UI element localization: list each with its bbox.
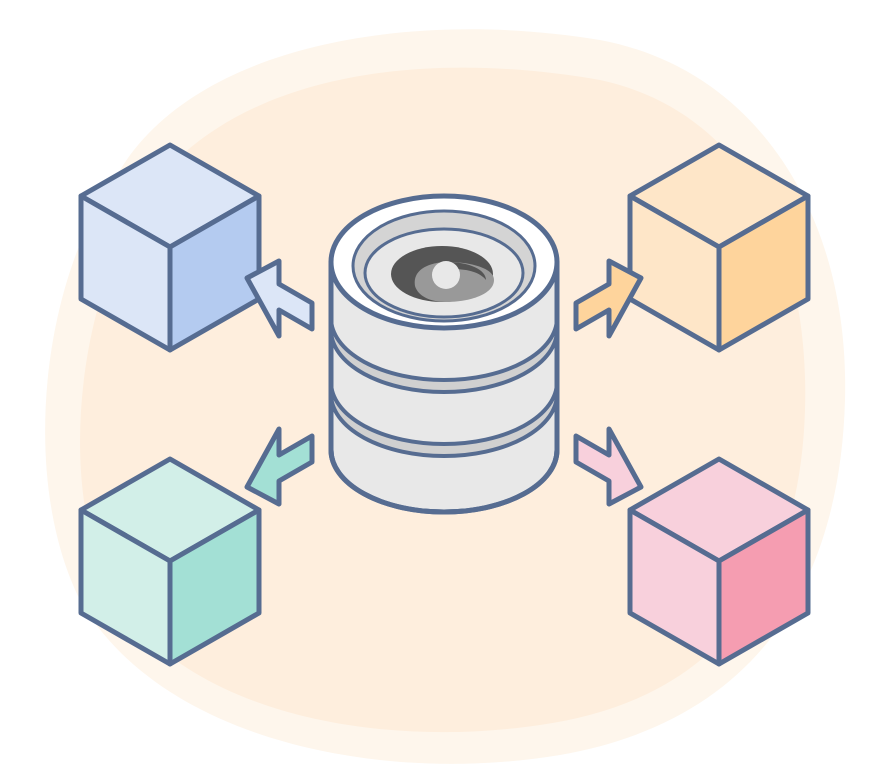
cube-top-left	[78, 142, 262, 353]
database-icon	[328, 193, 560, 515]
arrow-bottom-left-icon	[244, 426, 315, 507]
cube-bottom-left	[78, 456, 262, 667]
cube-top-right	[627, 142, 811, 353]
cube-bottom-right	[627, 456, 811, 667]
arrow-top-right-icon	[573, 258, 644, 339]
arrow-bottom-right-icon	[573, 426, 644, 507]
arrow-top-left-icon	[244, 258, 315, 339]
